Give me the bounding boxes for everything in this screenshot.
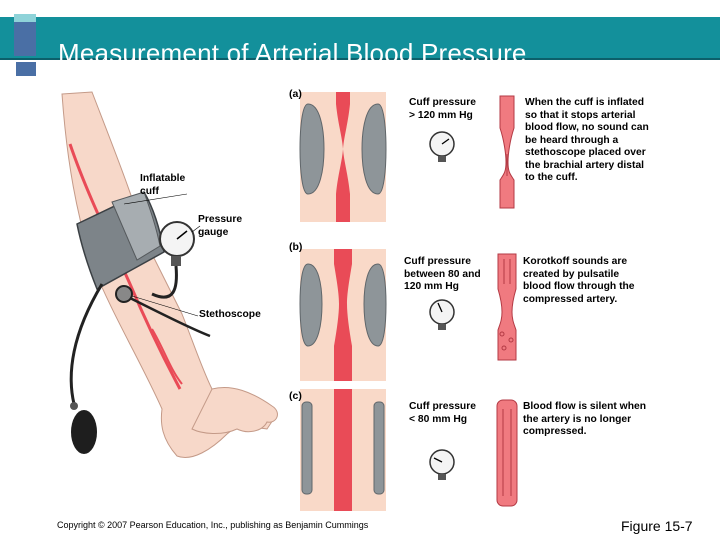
- cuff-pad-right-c: [373, 401, 385, 495]
- stethoscope-tube: [129, 296, 211, 338]
- panel-tag-c: (c): [289, 390, 302, 402]
- cuff-pad-left: [299, 103, 325, 195]
- panel-tag-a: (a): [289, 88, 302, 100]
- partially-compressed-artery: [334, 249, 352, 381]
- cuff-pressure-a: Cuff pressure > 120 mm Hg: [409, 97, 476, 121]
- artery-tube-a: [499, 95, 515, 209]
- hand: [191, 387, 278, 434]
- decorative-square-dark: [14, 18, 36, 56]
- blood-pressure-figure: [61, 91, 518, 511]
- slide-title: Measurement of Arterial Blood Pressure: [58, 38, 527, 68]
- cuff-pad-left-b: [299, 263, 323, 347]
- panel-a-artery-diagram: [299, 92, 515, 222]
- cuff-pressure-b: Cuff pressure between 80 and 120 mm Hg: [404, 256, 481, 292]
- artery-tube-b: [497, 253, 517, 361]
- panel-c-artery-diagram: [300, 389, 518, 511]
- arm-illustration: [61, 91, 278, 458]
- cuff-pressure-c: Cuff pressure < 80 mm Hg: [409, 401, 476, 425]
- description-b: Korotkoff sounds are created by pulsatil…: [523, 256, 635, 305]
- description-c: Blood flow is silent when the artery is …: [523, 401, 646, 437]
- panel-tag-b: (b): [289, 241, 303, 253]
- label-pressure-gauge: Pressure gauge: [198, 214, 243, 238]
- decorative-square-light: [14, 14, 36, 22]
- decorative-square-lower: [16, 62, 36, 76]
- artery-branch: [151, 328, 183, 385]
- description-a: When the cuff is inflated so that it sto…: [525, 97, 649, 183]
- open-artery: [334, 389, 352, 511]
- brachial-artery: [68, 143, 182, 390]
- stethoscope-head: [115, 285, 133, 303]
- cuff-pad-right: [361, 103, 387, 195]
- artery-tube-c: [496, 399, 518, 507]
- label-inflatable-cuff: Inflatable cuff: [140, 173, 186, 197]
- bulb-tubing: [69, 283, 104, 405]
- label-stethoscope: Stethoscope: [199, 309, 261, 320]
- title-underline: [0, 58, 720, 60]
- cuff-pad-right-b: [363, 263, 387, 347]
- title-bar: [0, 17, 720, 58]
- gauge-tubing: [151, 265, 178, 299]
- inflation-bulb: [71, 410, 97, 454]
- copyright-text: Copyright © 2007 Pearson Education, Inc.…: [57, 520, 369, 530]
- compressed-artery: [336, 92, 350, 222]
- figure-number: Figure 15-7: [621, 518, 693, 534]
- panel-b-artery-diagram: [299, 249, 517, 381]
- cuff-pad-left-c: [301, 401, 313, 495]
- cuff-velcro: [111, 191, 161, 261]
